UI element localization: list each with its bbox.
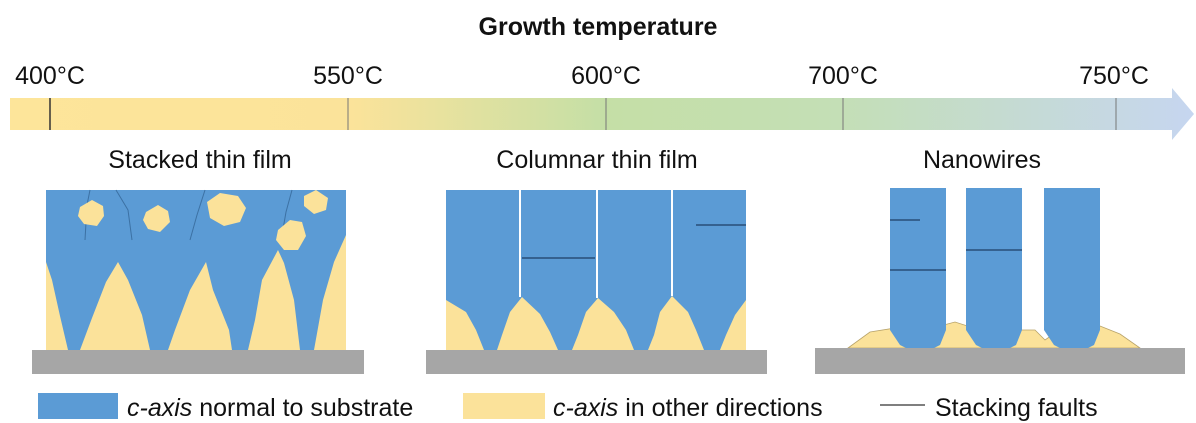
tick-label-550: 550°C <box>313 62 383 90</box>
stacked-thin-film-panel <box>32 189 364 374</box>
stacked-yellow-island <box>143 205 170 232</box>
columnar-thin-film-panel <box>426 190 767 374</box>
legend-swatch-yellow <box>463 393 545 419</box>
tick-label-750: 750°C <box>1079 62 1149 90</box>
legend-label-yellow: c-axis in other directions <box>553 394 823 423</box>
nanowires-panel <box>815 188 1185 374</box>
panel-label-stacked: Stacked thin film <box>108 146 292 174</box>
stacked-substrate <box>32 350 364 374</box>
legend-label-blue: c-axis normal to substrate <box>127 394 413 423</box>
nanowire <box>1044 188 1100 350</box>
panel-label-columnar: Columnar thin film <box>496 146 698 174</box>
legend-blue-rest: normal to substrate <box>192 394 414 422</box>
legend-yellow-rest: in other directions <box>618 394 823 422</box>
legend-yellow-italic: c-axis <box>553 394 619 422</box>
panel-label-nanowires: Nanowires <box>922 146 1042 174</box>
nanowires-substrate <box>815 348 1185 374</box>
legend-swatch-blue <box>38 393 118 419</box>
nanowire <box>966 188 1022 350</box>
columnar-substrate <box>426 350 767 374</box>
diagram-title: Growth temperature <box>478 13 718 41</box>
stacked-yellow-island <box>276 220 306 250</box>
nanowire <box>890 188 946 350</box>
tick-label-600: 600°C <box>571 62 641 90</box>
legend-blue-italic: c-axis <box>127 394 193 422</box>
tick-label-700: 700°C <box>808 62 878 90</box>
legend-label-stacking-faults: Stacking faults <box>935 394 1098 422</box>
stacked-blue-grains <box>46 190 346 350</box>
stacked-yellow-island <box>304 190 328 214</box>
tick-label-400: 400°C <box>15 62 85 90</box>
temperature-arrow <box>10 88 1194 140</box>
stacked-yellow-island <box>207 193 246 226</box>
stacked-yellow-island <box>78 200 104 226</box>
